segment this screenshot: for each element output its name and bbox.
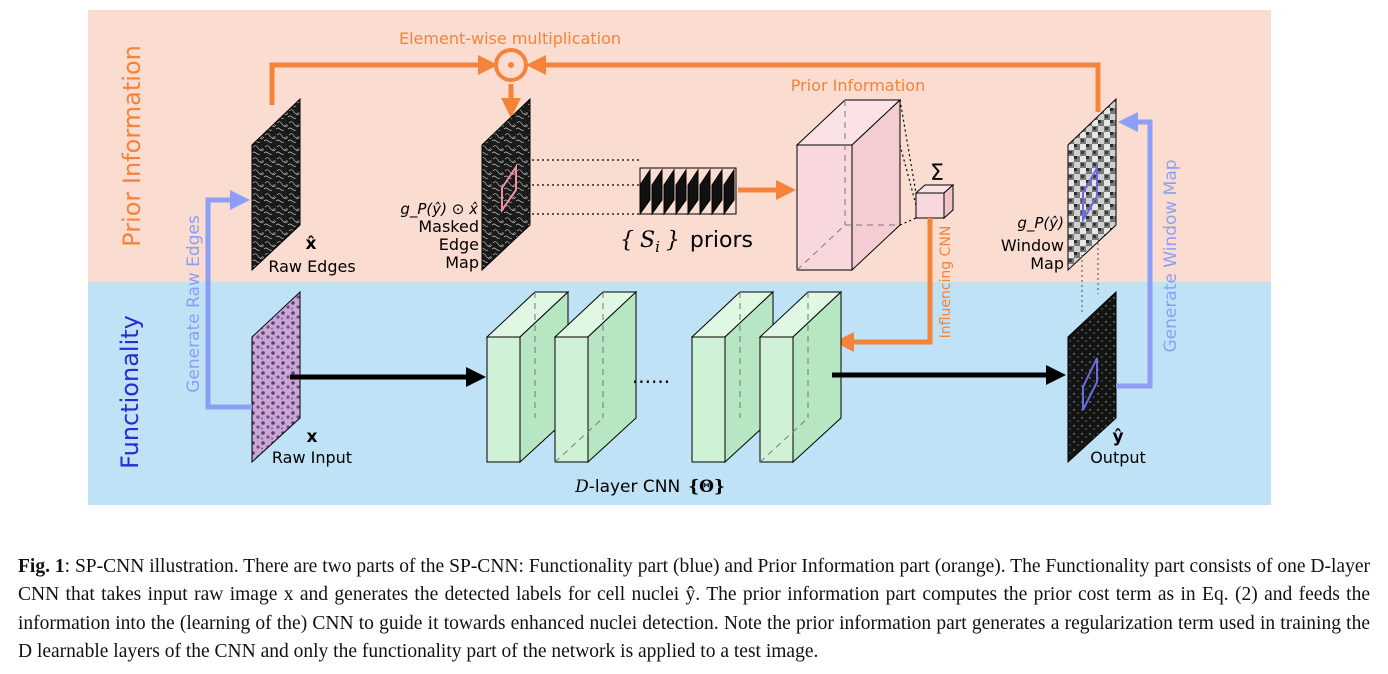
cnn-layer-4: [758, 290, 843, 464]
figure-label: Fig. 1: [18, 555, 65, 577]
output-window-highlight: [1082, 357, 1098, 411]
cnn-layer-2: [553, 290, 638, 464]
raw-edges-map: [251, 97, 301, 272]
priors-set-open: {: [620, 228, 634, 253]
cnn-layer-3: [690, 290, 775, 464]
output-map: [1067, 290, 1117, 464]
figure-caption: Fig. 1: SP-CNN illustration. There are t…: [18, 553, 1370, 667]
priors-set-subscript: i: [655, 238, 660, 256]
masked-edge-map: [481, 97, 531, 272]
window-map: [1067, 97, 1117, 272]
element-wise-label: Element-wise multiplication: [399, 29, 621, 48]
prior-information-section-label: Prior Information: [118, 45, 146, 247]
masked-edge-line-3: Map: [445, 253, 479, 272]
masked-edge-line-2: Edge: [439, 235, 479, 254]
raw-input-label: Raw Input: [272, 448, 352, 467]
prior-information-box: [795, 98, 902, 272]
output-symbol: ŷ: [1112, 427, 1123, 447]
window-to-output-dotted: [1081, 238, 1099, 312]
window-map-formula: g_P(ŷ): [1017, 214, 1064, 233]
generate-raw-edges-arrow: [205, 190, 252, 410]
raw-input-image: [251, 290, 301, 464]
functionality-section-label: Functionality: [116, 315, 144, 469]
sp-cnn-diagram: Prior Information Functionality Element-…: [88, 10, 1271, 505]
sum-symbol: Σ: [930, 161, 944, 186]
priors-set-close: }: [666, 228, 680, 253]
multiplication-loop: [269, 55, 1101, 118]
priors-set-label: {Si} priors: [620, 228, 753, 256]
cnn-ellipsis: ......: [632, 364, 670, 388]
figure-caption-text: : SP-CNN illustration. There are two par…: [18, 555, 1370, 663]
raw-input-symbol: x: [307, 427, 318, 447]
element-wise-multiplication-icon: [494, 48, 528, 82]
generate-window-map-label: Generate Window Map: [1161, 159, 1181, 352]
cnn-label: -layer CNN: [589, 477, 681, 497]
priors-word: priors: [690, 228, 753, 253]
window-map-highlight: [1082, 164, 1098, 224]
window-map-line-2: Map: [1030, 254, 1064, 273]
masked-edge-line-1: Masked: [418, 217, 479, 236]
generate-raw-edges-label: Generate Raw Edges: [184, 215, 204, 393]
generate-window-map-arrow: [1116, 112, 1153, 389]
influencing-cnn-arrow: [834, 218, 933, 352]
cnn-caption: D-layer CNN {Θ}: [574, 477, 725, 497]
sum-cube: [914, 183, 955, 220]
masked-edge-formula: g_P(ŷ) ⊙ x̂: [400, 200, 478, 219]
output-label: Output: [1090, 448, 1146, 467]
influencing-cnn-label: Influencing CNN: [938, 226, 954, 339]
window-map-line-1: Window: [1001, 236, 1064, 255]
priors-stack: [639, 167, 737, 216]
cnn-params: {Θ}: [688, 477, 725, 497]
masked-window-rect: [501, 163, 517, 214]
cnn-depth-symbol: D: [574, 477, 589, 497]
raw-edges-label: Raw Edges: [268, 257, 355, 276]
masked-to-priors-dotted-lines: [532, 159, 640, 215]
prior-information-label: Prior Information: [791, 76, 925, 95]
priors-set-symbol: S: [640, 228, 655, 253]
box-to-sum-dotted-lines: [899, 99, 917, 226]
raw-edges-symbol: x̂: [306, 234, 317, 254]
